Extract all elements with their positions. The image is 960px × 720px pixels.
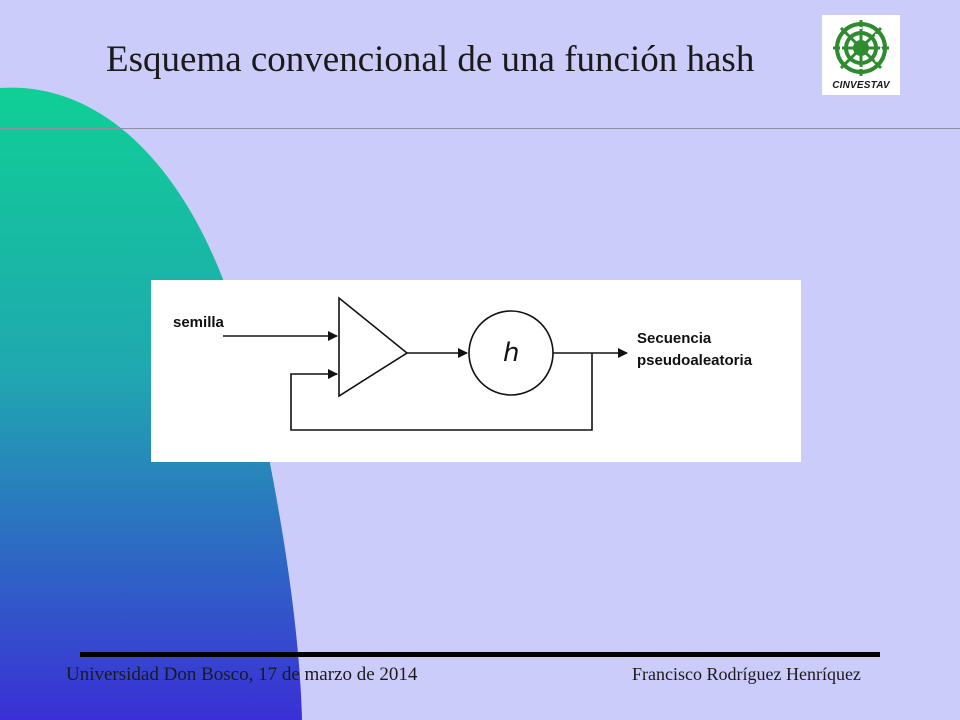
footer-institution-date: Universidad Don Bosco, 17 de marzo de 20…	[66, 664, 418, 685]
output-label-line1: Secuencia	[637, 330, 712, 347]
diagram-drawing	[223, 296, 628, 431]
feedback-loop	[290, 353, 593, 431]
footer-divider	[80, 652, 880, 657]
function-label: h	[503, 338, 520, 368]
logo-text: CINVESTAV	[832, 80, 890, 91]
combiner-triangle	[338, 296, 409, 398]
input-label: semilla	[173, 314, 224, 331]
slide-title: Esquema convencional de una función hash	[106, 39, 755, 80]
hash-diagram: semilla h Secuencia pseudoaleatoria	[151, 280, 801, 462]
title-divider	[0, 128, 960, 129]
cinvestav-logo: CINVESTAV	[822, 15, 900, 95]
footer-author: Francisco Rodríguez Henríquez	[632, 664, 861, 684]
logo-emblem-icon	[833, 20, 889, 76]
output-label-line2: pseudoaleatoria	[637, 352, 753, 369]
